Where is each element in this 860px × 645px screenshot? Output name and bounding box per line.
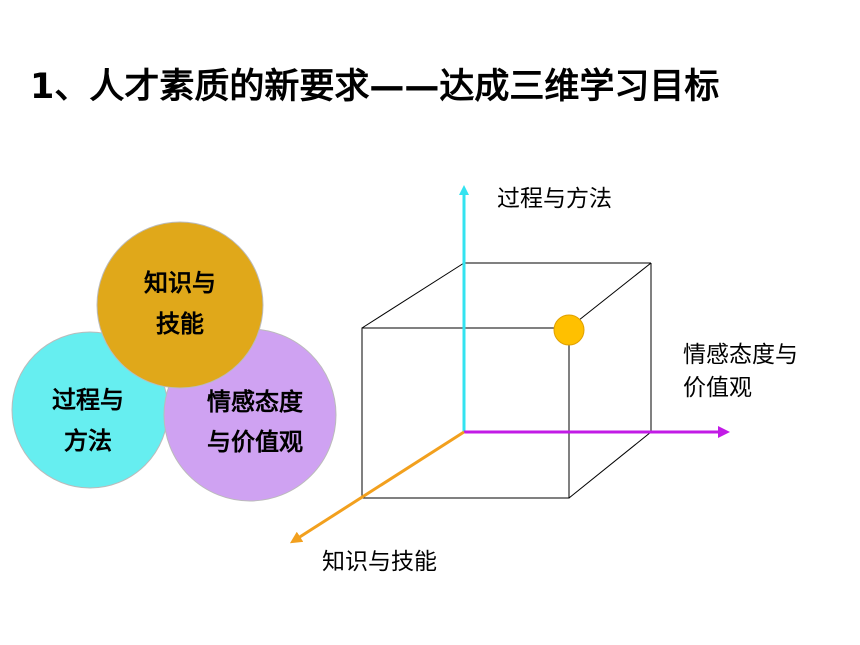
cube-edge-bottom-right [568, 431, 652, 499]
cube-edge-top-left [361, 262, 465, 329]
circle-knowledge-skill [96, 221, 264, 389]
venn-diagram: 知识与 技能 过程与 方法 情感态度 与价值观 [11, 221, 337, 502]
target-point [553, 314, 585, 346]
axis-knowledge-skill [289, 430, 465, 544]
label-knowledge-skill: 知识与技能 [322, 549, 437, 575]
venn-right-line1: 情感态度 [207, 387, 304, 416]
page-title: 1、人才素质的新要求——达成三维学习目标 [30, 67, 720, 107]
venn-left-line2: 方法 [64, 426, 112, 455]
label-emotion-values-line2: 价值观 [683, 375, 752, 401]
venn-left-line1: 过程与 [52, 385, 124, 414]
venn-top-line2: 技能 [156, 309, 204, 338]
cube-edge-top-right [568, 262, 652, 329]
venn-top-line1: 知识与 [144, 268, 216, 297]
venn-right-line2: 与价值观 [207, 427, 303, 456]
label-process-method: 过程与方法 [497, 186, 612, 212]
label-emotion-values-line1: 情感态度与 [683, 342, 798, 368]
cube [361, 262, 652, 499]
